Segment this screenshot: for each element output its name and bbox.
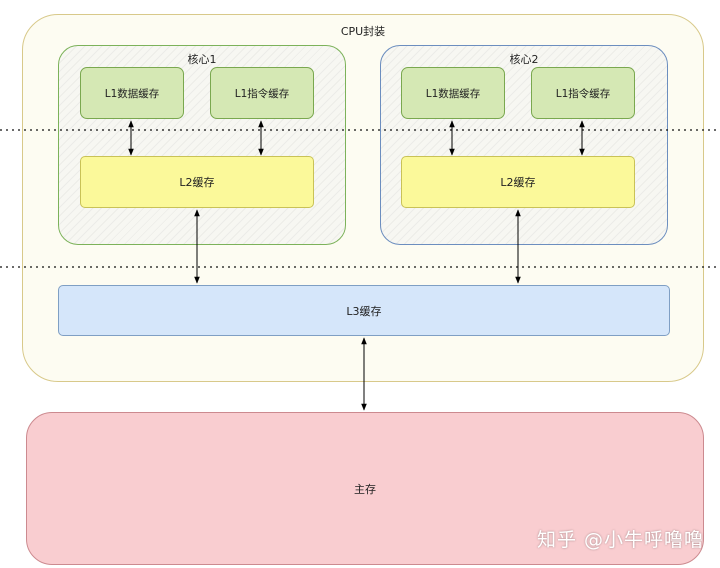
l3-cache: L3缓存 xyxy=(58,285,670,336)
core-2-l1-data-cache: L1数据缓存 xyxy=(401,67,505,119)
l3-cache-label: L3缓存 xyxy=(346,304,382,318)
core-2-l2-cache-label: L2缓存 xyxy=(500,176,536,189)
core-1-l2-cache: L2缓存 xyxy=(80,156,314,208)
cpu-package-label: CPU封装 xyxy=(340,25,386,38)
main-memory: 主存 xyxy=(26,412,704,565)
core-1-l1-instruction-cache-label: L1指令缓存 xyxy=(234,87,290,100)
core-2-l1-instruction-cache: L1指令缓存 xyxy=(531,67,635,119)
core-1-l1-data-cache-label: L1数据缓存 xyxy=(104,87,160,100)
core-1-l1-instruction-cache: L1指令缓存 xyxy=(210,67,314,119)
main-memory-label: 主存 xyxy=(354,482,376,496)
core-2-label: 核心2 xyxy=(509,53,539,66)
core-2-l1-data-cache-label: L1数据缓存 xyxy=(425,87,481,100)
core-1-l2-cache-label: L2缓存 xyxy=(179,176,215,189)
core-1-l1-data-cache: L1数据缓存 xyxy=(80,67,184,119)
core-1-label: 核心1 xyxy=(187,53,217,66)
watermark: 知乎 @小牛呼噜噜 xyxy=(536,529,704,551)
core-2-l2-cache: L2缓存 xyxy=(401,156,635,208)
core-2-l1-instruction-cache-label: L1指令缓存 xyxy=(555,87,611,100)
